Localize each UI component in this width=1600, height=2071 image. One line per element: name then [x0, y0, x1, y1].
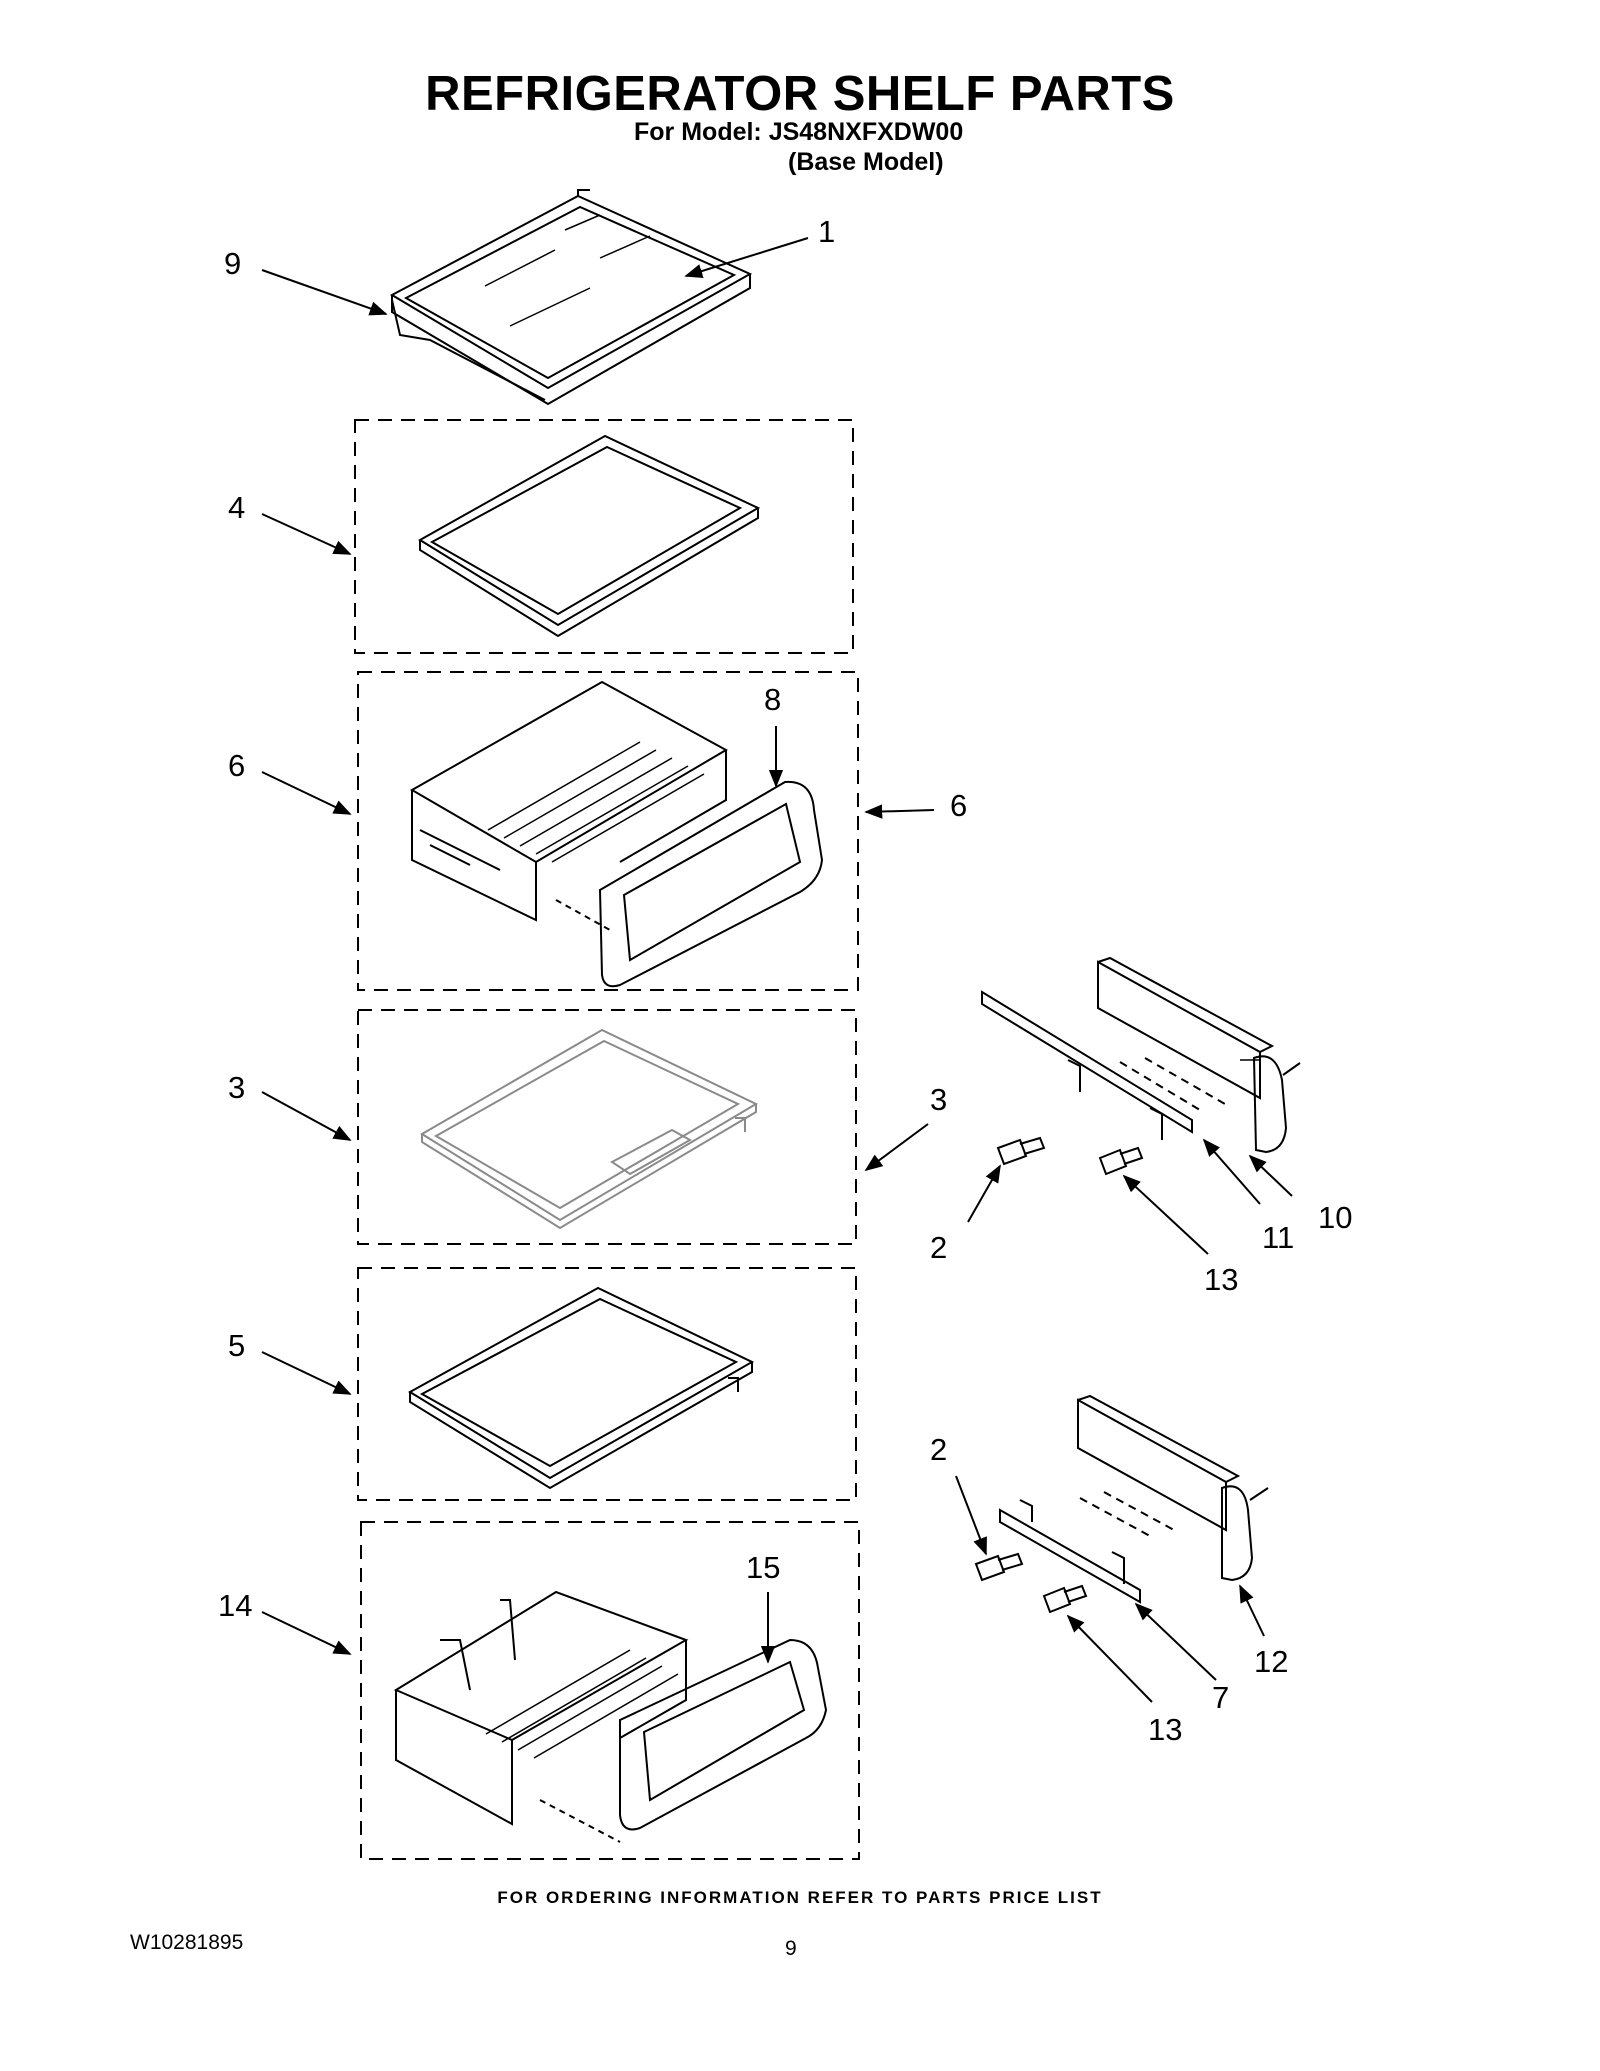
assembly-boxes: [354, 419, 860, 1860]
glass-shelf-4: [418, 434, 761, 638]
callout-7: 7: [1212, 1680, 1229, 1715]
callout-6-left: 6: [228, 748, 245, 783]
callout-5: 5: [228, 1328, 245, 1363]
top-glass-shelf: [389, 189, 753, 406]
glass-shelf-3: [420, 1028, 759, 1230]
callout-arrows: [261, 237, 1293, 1703]
callout-12: 12: [1254, 1644, 1288, 1679]
callout-14: 14: [218, 1588, 252, 1623]
drawer-front-15: [619, 1638, 828, 1831]
model-line: For Model: JS48NXFXDW00: [634, 118, 964, 146]
callout-labels: 9 1 4 6 6 8 3 3 5 14 15 2 10 11 13 2 12 …: [218, 214, 1352, 1747]
callout-3-right: 3: [930, 1082, 947, 1117]
callout-11: 11: [1262, 1220, 1294, 1255]
screw-2a: [996, 1136, 1046, 1166]
rail-assembly-12: [999, 1394, 1269, 1604]
assembly-box-14: [360, 1521, 860, 1860]
callout-13-lower: 13: [1148, 1712, 1182, 1747]
screw-13a: [1098, 1146, 1144, 1176]
callout-3-left: 3: [228, 1070, 245, 1105]
page-title: REFRIGERATOR SHELF PARTS: [425, 67, 1175, 121]
drawer-front-8: [598, 780, 824, 988]
callout-15: 15: [746, 1550, 780, 1585]
callout-4: 4: [228, 490, 245, 525]
crisper-drawer-6: [409, 680, 729, 931]
base-model-line: (Base Model): [788, 148, 944, 176]
lower-drawer-14: [393, 1590, 689, 1843]
assembly-box-4: [354, 419, 854, 654]
assembly-box-3: [357, 1009, 857, 1245]
assembly-box-6: [357, 671, 859, 991]
callout-9: 9: [224, 246, 241, 281]
rail-assembly-10: [981, 956, 1301, 1154]
screw-2b: [974, 1552, 1024, 1582]
screw-13b: [1042, 1584, 1088, 1614]
callout-10: 10: [1318, 1200, 1352, 1235]
callout-2-lower: 2: [930, 1432, 947, 1467]
callout-1: 1: [818, 214, 835, 249]
glass-shelf-5: [408, 1286, 755, 1490]
callout-6-right: 6: [950, 788, 967, 823]
callout-2-upper: 2: [930, 1230, 947, 1265]
document-number: W10281895: [130, 1931, 244, 1954]
callout-8: 8: [764, 682, 781, 717]
ordering-note: FOR ORDERING INFORMATION REFER TO PARTS …: [497, 1888, 1103, 1907]
page-number: 9: [785, 1937, 797, 1960]
assembly-box-5: [357, 1267, 857, 1501]
callout-13-upper: 13: [1204, 1262, 1238, 1297]
